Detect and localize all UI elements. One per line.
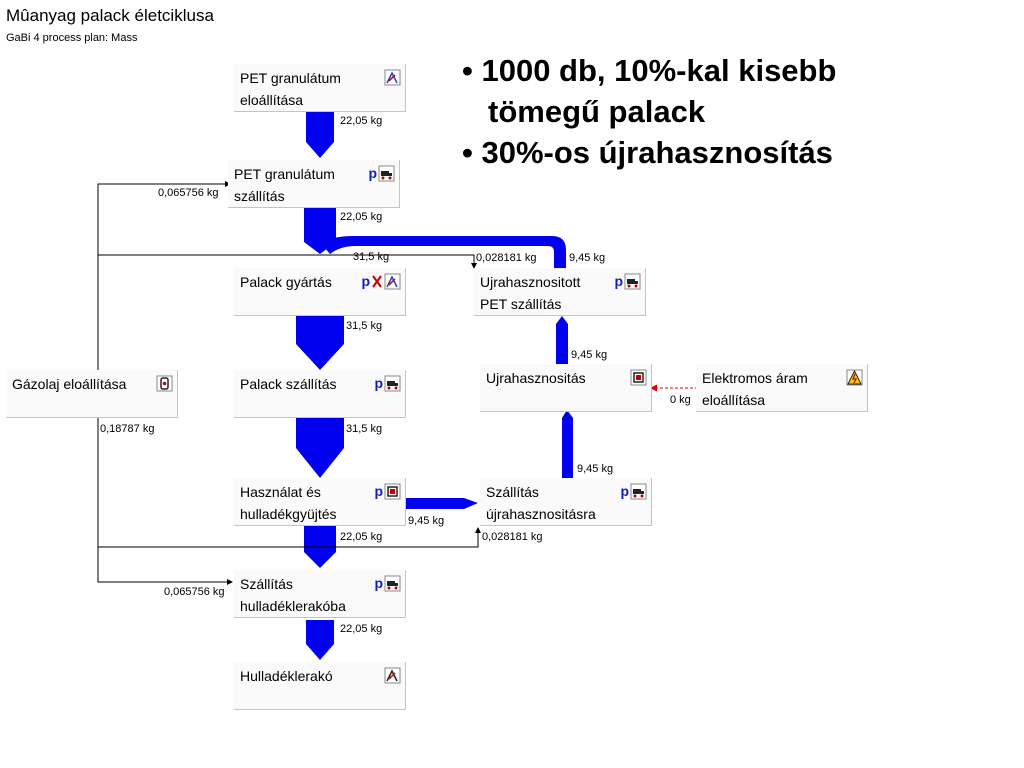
diesel-line-to-recycled-transport — [98, 254, 477, 269]
process-label: PET granulátum eloállítása — [240, 70, 341, 108]
diesel-flow-label: 0,028181 kg — [476, 252, 537, 264]
flow-label: 22,05 kg — [340, 623, 383, 635]
process-label: Hulladéklerakó — [240, 668, 333, 684]
diesel-line-trunk — [97, 181, 231, 370]
process-use-and-collection[interactable]: Használat és hulladékgyüjtés p — [234, 478, 406, 526]
process-diesel-production[interactable]: Gázolaj eloállítása — [6, 370, 178, 418]
diagram-subtitle: GaBi 4 process plan: Mass — [6, 32, 138, 44]
flow-arrow-use-to-recycling-transport — [404, 498, 478, 509]
diesel-line-lower-trunk — [97, 418, 233, 585]
flow-label: 9,45 kg — [569, 252, 606, 264]
diesel-flow-label: 0,028181 kg — [482, 531, 543, 543]
diagram-title: Mûanyag palack életciklusa — [6, 6, 214, 25]
flow-label: 9,45 kg — [408, 515, 445, 527]
process-pet-granulate-transport[interactable]: PET granulátum szállítás p — [228, 160, 400, 208]
flow-label: 22,05 kg — [340, 115, 383, 127]
transport-icon: p — [374, 374, 401, 392]
flow-arrow-transport-to-use — [296, 418, 344, 478]
process-label: Szállítás újrahasznositásra — [486, 484, 596, 522]
process-recycling[interactable]: Ujrahasznositás — [480, 364, 652, 412]
flow-arrow-recycled-merge — [320, 236, 566, 268]
process-transport-to-landfill[interactable]: Szállítás hulladéklerakóba p — [234, 570, 406, 618]
process-bottle-production[interactable]: Palack gyártás p — [234, 268, 406, 316]
diesel-flow-label: 0,065756 kg — [158, 187, 219, 199]
diesel-line-to-recycling-transport — [98, 527, 481, 548]
flow-label: 22,05 kg — [340, 531, 383, 543]
recycling-icon — [630, 368, 647, 386]
flow-label: 22,05 kg — [340, 211, 383, 223]
flow-arrow-recycling-transport-to-recycling — [562, 410, 573, 478]
process-bottle-transport[interactable]: Palack szállítás p — [234, 370, 406, 418]
process-label: Palack szállítás — [240, 376, 337, 392]
flow-arrow-granulate-to-transport — [306, 112, 334, 158]
process-landfill[interactable]: Hulladéklerakó — [234, 662, 406, 710]
note-line-1: • 1000 db, 10%-kal kisebb — [462, 53, 837, 88]
process-label: Gázolaj eloállítása — [12, 376, 127, 392]
transport-icon: p — [368, 164, 395, 182]
flow-label: 9,45 kg — [577, 463, 614, 475]
flow-label: 31,5 kg — [346, 320, 383, 332]
flow-arrow-to-landfill — [306, 620, 334, 660]
diesel-flow-label: 0,065756 kg — [164, 586, 225, 598]
note-line-3: • 30%-os újrahasznosítás — [462, 135, 833, 170]
production-icon: p — [361, 272, 401, 290]
production-icon — [384, 68, 401, 86]
process-label: Palack gyártás — [240, 274, 332, 290]
process-recycled-pet-transport[interactable]: Ujrahasznositott PET szállítás p — [474, 268, 646, 316]
note-line-2: tömegű palack — [488, 94, 706, 129]
landfill-icon — [384, 666, 401, 684]
process-label: Elektromos áram eloállítása — [702, 370, 808, 408]
flow-arrow-production-to-transport — [296, 316, 344, 370]
process-label: Használat és hulladékgyüjtés — [240, 484, 337, 522]
flow-label: 31,5 kg — [353, 251, 390, 263]
electricity-flow-label: 0 kg — [670, 394, 691, 406]
process-label: Ujrahasznositott PET szállítás — [480, 274, 581, 312]
electricity-icon — [846, 368, 863, 386]
process-electricity-production[interactable]: Elektromos áram eloállítása — [696, 364, 868, 412]
diesel-flow-label: 0,18787 kg — [100, 423, 155, 435]
process-transport-to-recycling[interactable]: Szállítás újrahasznositásra p — [480, 478, 652, 526]
transport-icon: p — [374, 574, 401, 592]
transport-icon: p — [614, 272, 641, 290]
fuel-icon — [156, 374, 173, 392]
process-label: Szállítás hulladéklerakóba — [240, 576, 346, 614]
process-pet-granulate-production[interactable]: PET granulátum eloállítása — [234, 64, 406, 112]
flow-label: 31,5 kg — [346, 423, 383, 435]
process-label: Ujrahasznositás — [486, 370, 586, 386]
use-icon: p — [374, 482, 401, 500]
transport-icon: p — [620, 482, 647, 500]
notes: • 1000 db, 10%-kal kisebb tömegű palack … — [462, 50, 836, 173]
flow-arrow-recycling-to-recycled-transport — [556, 316, 568, 364]
flow-label: 9,45 kg — [571, 349, 608, 361]
process-label: PET granulátum szállítás — [234, 166, 335, 204]
